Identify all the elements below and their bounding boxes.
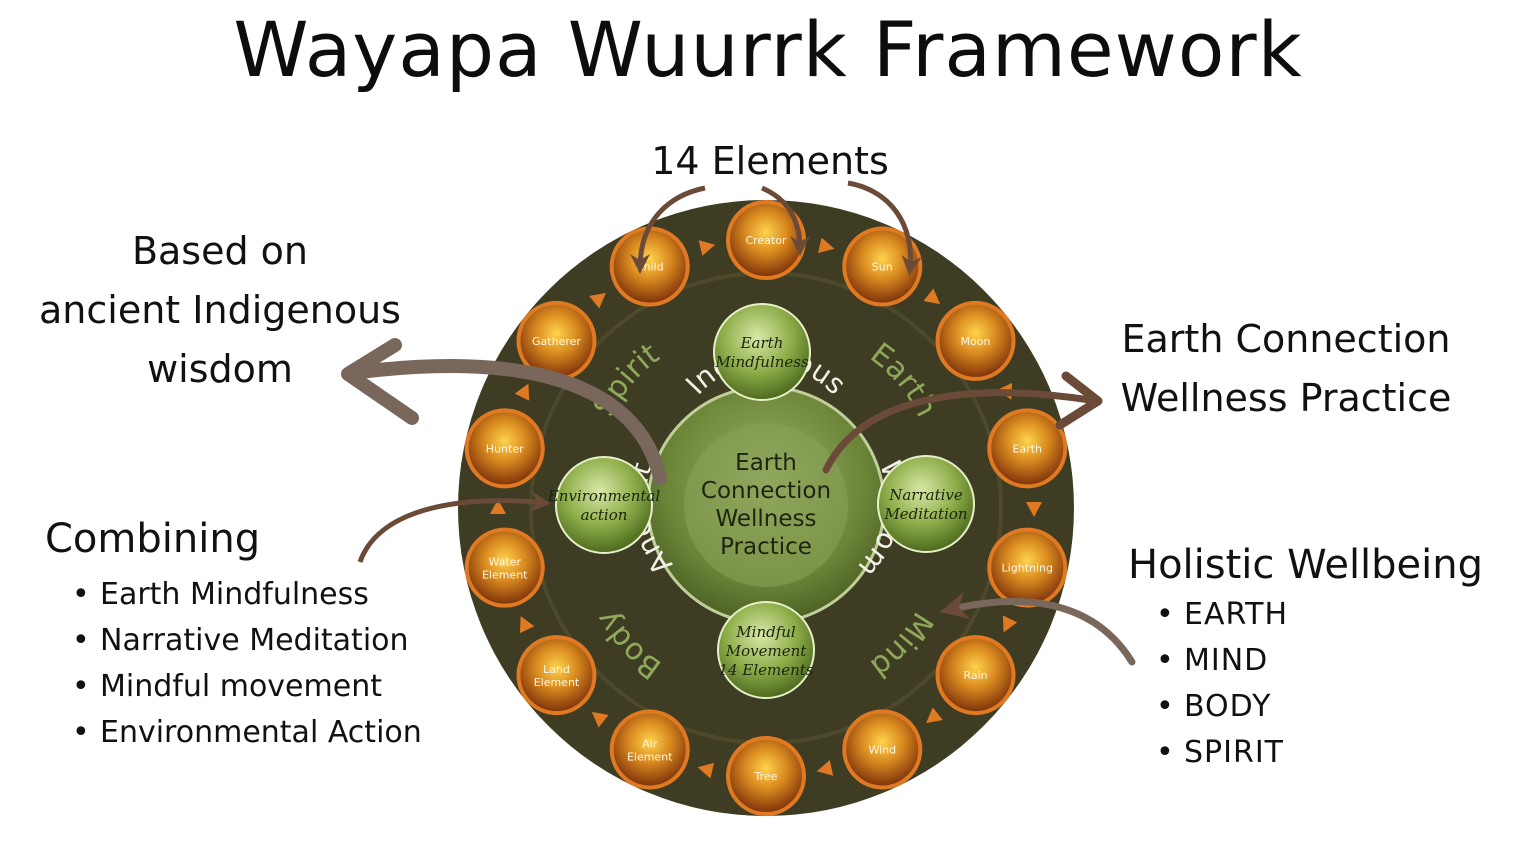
- element-step-arrow: [923, 288, 941, 305]
- center-inner-circle: [684, 423, 848, 587]
- list-item: Narrative Meditation: [72, 618, 422, 664]
- element-label: Moon: [961, 335, 991, 348]
- arrow-head-earth-connection: [1055, 371, 1103, 430]
- element-step-arrow: [519, 616, 535, 634]
- element-circle: [987, 408, 1068, 489]
- element-step-arrow: [697, 762, 714, 779]
- element-circle: [987, 527, 1068, 608]
- element-circle: [726, 736, 806, 816]
- arrow-to-based-on: [353, 359, 667, 485]
- element-rain: Rain: [935, 635, 1016, 716]
- earth-connection-line: Wellness Practice: [1120, 376, 1452, 420]
- earth-connection-label: Earth Connection Wellness Practice: [1096, 310, 1476, 428]
- element-label: Earth: [1013, 442, 1043, 455]
- element-step-arrows: [490, 237, 1042, 779]
- element-moon: Moon: [935, 300, 1016, 381]
- element-lightning: Lightning: [987, 527, 1068, 608]
- list-item: BODY: [1156, 684, 1288, 730]
- element-label: Lightning: [1002, 562, 1053, 575]
- element-step-arrow: [926, 707, 943, 724]
- based-on-line: Based on: [131, 229, 309, 273]
- element-circle: [464, 408, 545, 489]
- page-title: Wayapa Wuurrk Framework: [233, 5, 1303, 94]
- element-step-arrow: [514, 383, 530, 401]
- element-step-arrow: [818, 237, 835, 254]
- element-step-arrow: [698, 240, 716, 256]
- arrow-to-earth-connection: [822, 389, 1094, 474]
- element-label: Creator: [745, 234, 787, 247]
- list-item: Mindful movement: [72, 664, 422, 710]
- arrow-holistic: [939, 591, 1136, 666]
- practice-circle: [717, 601, 815, 699]
- element-circle: [935, 635, 1016, 716]
- holistic-list: EARTH MIND BODY SPIRIT: [1156, 592, 1288, 776]
- list-item: Environmental Action: [72, 710, 422, 756]
- practice-circle: [713, 303, 811, 401]
- element-hunter: Hunter: [464, 408, 545, 489]
- element-step-arrow: [1026, 502, 1042, 517]
- element-ring: CreatorSunMoonEarthLightningRainWindTree…: [464, 200, 1068, 816]
- element-earth: Earth: [987, 408, 1068, 489]
- element-step-arrow: [816, 760, 834, 776]
- element-label: Sun: [872, 261, 893, 274]
- element-tree: Tree: [726, 736, 806, 816]
- arrow-elements-to-sun: [847, 180, 922, 276]
- practice-circle: [555, 456, 653, 554]
- practice-circle: [877, 455, 975, 553]
- list-item: Earth Mindfulness: [72, 572, 422, 618]
- element-creator: Creator: [726, 200, 806, 280]
- element-circle: [842, 709, 923, 790]
- combining-list: Earth Mindfulness Narrative Meditation M…: [72, 572, 422, 756]
- list-item: SPIRIT: [1156, 730, 1288, 776]
- arrow-elements-to-child: [630, 185, 706, 274]
- element-step-arrow: [1002, 615, 1018, 633]
- based-on-line: wisdom: [147, 347, 293, 391]
- element-step-arrow: [591, 711, 609, 728]
- based-on-label: Based on ancient Indigenous wisdom: [10, 222, 430, 399]
- element-step-arrow: [490, 499, 506, 514]
- element-label: Wind: [868, 743, 896, 756]
- element-label: Gatherer: [532, 335, 581, 348]
- element-step-arrow: [589, 292, 606, 309]
- list-item: EARTH: [1156, 592, 1288, 638]
- element-circle: [516, 635, 597, 716]
- earth-connection-line: Earth Connection: [1121, 317, 1451, 361]
- element-label: Rain: [963, 669, 987, 682]
- arrow-combining: [357, 491, 551, 563]
- element-circle: [609, 709, 690, 790]
- element-circle: [935, 300, 1016, 381]
- element-child: Child: [609, 226, 690, 307]
- based-on-line: ancient Indigenous: [39, 288, 401, 332]
- element-label: Tree: [754, 770, 778, 783]
- element-circle: [464, 527, 545, 608]
- elements-heading: 14 Elements: [651, 139, 889, 183]
- arrow-head-based-on: [341, 338, 419, 425]
- arrow-elements-to-creator: [760, 185, 810, 256]
- element-wind: Wind: [842, 709, 923, 790]
- holistic-heading: Holistic Wellbeing: [1128, 542, 1484, 588]
- list-item: MIND: [1156, 638, 1288, 684]
- element-label: Hunter: [486, 442, 524, 455]
- combining-heading: Combining: [45, 516, 261, 562]
